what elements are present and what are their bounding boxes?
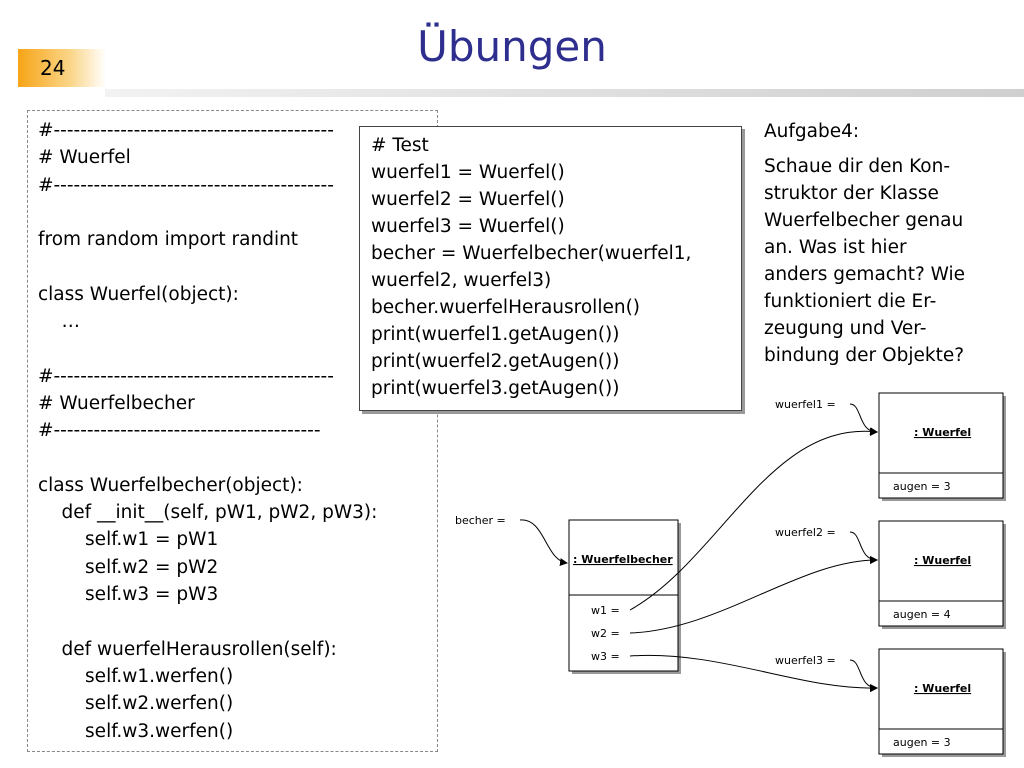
code-line: from random import randint <box>38 229 299 251</box>
wuerfel2-class-name: : Wuerfel <box>914 554 971 567</box>
task-text-line: anders gemacht? Wie <box>764 264 966 285</box>
wuerfel2-augen: augen = 4 <box>893 608 951 621</box>
test-code-line: print(wuerfel1.getAugen()) <box>371 324 620 345</box>
code-line: self.w3 = pW3 <box>38 584 219 606</box>
wuerfel2-object: : Wuerfel augen = 4 <box>878 520 1006 629</box>
task-text-line: Schaue dir den Kon- <box>764 156 950 177</box>
page-number-badge: 24 <box>18 49 106 87</box>
test-code-line: wuerfel2 = Wuerfel() <box>371 189 565 210</box>
code-line: class Wuerfelbecher(object): <box>38 474 303 496</box>
task-text-line: an. Was ist hier <box>764 237 907 258</box>
becher-attr-w3: w3 = <box>591 650 620 663</box>
test-code-line: wuerfel1 = Wuerfel() <box>371 162 565 183</box>
code-line: self.w1 = pW1 <box>38 529 219 551</box>
test-code-line: # Test <box>371 135 429 156</box>
test-code-box: # Test wuerfel1 = Wuerfel() wuerfel2 = Wue… <box>359 126 742 411</box>
test-code-line: wuerfel2, wuerfel3) <box>371 270 552 291</box>
test-code-line: print(wuerfel2.getAugen()) <box>371 351 620 372</box>
w2-reference-arrow <box>629 556 878 634</box>
code-line: self.w2 = pW2 <box>38 556 219 578</box>
code-line: def __init__(self, pW1, pW2, pW3): <box>38 502 378 524</box>
code-line: #---------------------------------------… <box>38 420 321 442</box>
code-line: self.w2.werfen() <box>38 693 234 715</box>
becher-variable-label: becher = <box>455 514 506 527</box>
code-line: self.w1.werfen() <box>38 665 234 687</box>
wuerfel2-variable-label: wuerfel2 = <box>775 526 836 539</box>
code-line: #---------------------------------------… <box>38 174 334 196</box>
code-listing: #---------------------------------------… <box>27 110 438 752</box>
wuerfel3-augen: augen = 3 <box>893 736 951 749</box>
wuerfel3-class-name: : Wuerfel <box>914 682 971 695</box>
code-line: # Wuerfelbecher <box>38 392 195 414</box>
task-text-line: funktioniert die Er- <box>764 291 937 312</box>
task-text-line: bindung der Objekte? <box>764 345 965 366</box>
code-line: def wuerfelHerausrollen(self): <box>38 638 337 660</box>
test-code-line: wuerfel3 = Wuerfel() <box>371 216 565 237</box>
w1-reference-arrow <box>629 427 878 611</box>
slide-header: 24 Übungen <box>0 0 1024 100</box>
wuerfel1-object: : Wuerfel augen = 3 <box>878 392 1006 501</box>
task-text-line: Wuerfelbecher genau <box>764 210 964 231</box>
task-text-line: zeugung und Ver- <box>764 318 927 339</box>
wuerfel1-augen: augen = 3 <box>893 480 951 493</box>
task-description: Aufgabe4: Schaue dir den Kon-struktor de… <box>764 118 1014 369</box>
wuerfelbecher-object: : Wuerfelbecher w1 = w2 = w3 = <box>568 519 681 674</box>
w3-reference-arrow <box>629 654 878 693</box>
becher-class-name: : Wuerfelbecher <box>573 553 673 566</box>
becher-attr-w1: w1 = <box>591 604 620 617</box>
test-code-line: becher.wuerfelHerausrollen() <box>371 297 641 318</box>
wuerfel2-reference-arrow <box>849 531 878 564</box>
becher-reference-arrow <box>519 519 568 567</box>
code-line: #---------------------------------------… <box>38 365 334 387</box>
code-line: # Wuerfel <box>38 147 131 169</box>
code-line: self.w3.werfen() <box>38 720 234 742</box>
task-title: Aufgabe4: <box>764 121 860 142</box>
test-code-line: print(wuerfel3.getAugen()) <box>371 378 620 399</box>
code-line: … <box>38 311 81 333</box>
wuerfel3-variable-label: wuerfel3 = <box>775 654 836 667</box>
code-line: class Wuerfel(object): <box>38 283 239 305</box>
wuerfel3-reference-arrow <box>849 659 878 692</box>
wuerfel1-variable-label: wuerfel1 = <box>775 398 836 411</box>
wuerfel3-object: : Wuerfel augen = 3 <box>878 648 1006 757</box>
wuerfel1-class-name: : Wuerfel <box>914 426 971 439</box>
wuerfel1-reference-arrow <box>849 403 878 436</box>
task-text-line: struktor der Klasse <box>764 183 939 204</box>
becher-attr-w2: w2 = <box>591 627 620 640</box>
slide-title: Übungen <box>417 22 607 71</box>
test-code-line: becher = Wuerfelbecher(wuerfel1, <box>371 243 692 264</box>
page-number: 24 <box>40 56 66 80</box>
title-underline <box>105 89 1024 97</box>
code-line: #---------------------------------------… <box>38 120 334 141</box>
